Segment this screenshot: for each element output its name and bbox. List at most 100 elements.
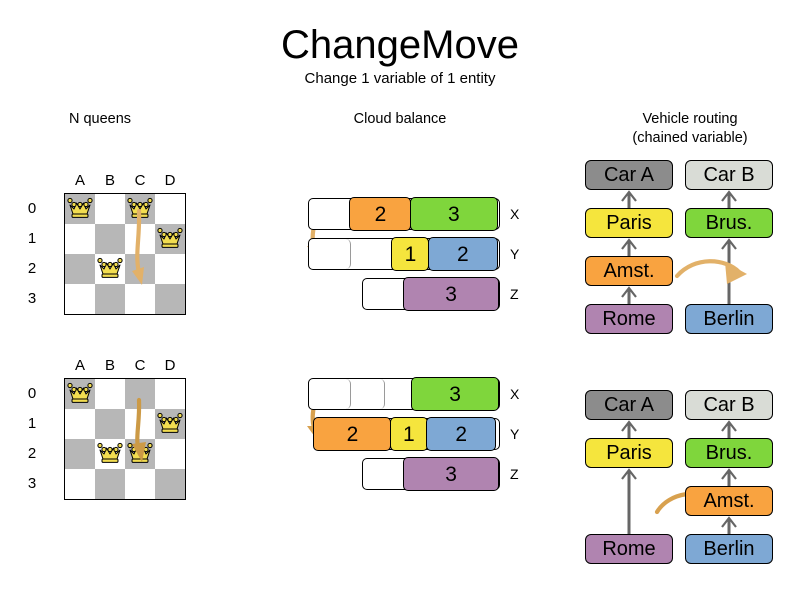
board-square-b3[interactable] [95, 469, 125, 499]
chain-link-arrow-head [721, 238, 737, 250]
vehicle-node-car-b[interactable]: Car B [685, 390, 773, 420]
board-square-b0[interactable] [95, 194, 125, 224]
vehicle-node-car-a[interactable]: Car A [585, 160, 673, 190]
cloud-process-block[interactable]: 2 [313, 417, 392, 451]
cloud-computer-label-y: Y [510, 426, 520, 442]
board-square-d3[interactable] [155, 284, 185, 314]
customer-node-paris[interactable]: Paris [585, 208, 673, 238]
board-square-d0[interactable] [155, 379, 185, 409]
customer-node-amst[interactable]: Amst. [685, 486, 773, 516]
page-subtitle: Change 1 variable of 1 entity [304, 70, 496, 87]
board-square-b3[interactable] [95, 284, 125, 314]
cloud-empty-slot [351, 379, 385, 409]
queen-piece[interactable] [97, 442, 123, 465]
customer-node-brus[interactable]: Brus. [685, 208, 773, 238]
board-square-b1[interactable] [95, 224, 125, 254]
customer-node-rome[interactable]: Rome [585, 304, 673, 334]
customer-node-rome[interactable]: Rome [585, 534, 673, 564]
board-grid-after[interactable] [64, 378, 186, 500]
vehicle-node-car-a[interactable]: Car A [585, 390, 673, 420]
board-square-d0[interactable] [155, 194, 185, 224]
cloud-process-block[interactable]: 3 [403, 277, 499, 311]
chain-link-arrow-head [621, 468, 637, 480]
chain-link-arrow-head [621, 190, 637, 202]
board-square-a1[interactable] [65, 224, 95, 254]
chain-link-arrow-head [721, 468, 737, 480]
queen-piece[interactable] [67, 197, 93, 220]
cloud-empty-slot [309, 379, 351, 409]
board-square-b0[interactable] [95, 379, 125, 409]
page-title: ChangeMove [281, 23, 519, 67]
queen-icon [67, 197, 93, 218]
board-square-a2[interactable] [65, 439, 95, 469]
board-square-a3[interactable] [65, 284, 95, 314]
customer-node-berlin[interactable]: Berlin [685, 304, 773, 334]
queen-icon [97, 442, 123, 463]
queen-piece[interactable] [67, 382, 93, 405]
board-square-a1[interactable] [65, 409, 95, 439]
cloud-computer-bar-z[interactable]: 3 [362, 457, 500, 491]
cloud-empty-slot [385, 379, 413, 409]
queen-icon [157, 227, 183, 248]
board-square-d1[interactable] [155, 224, 185, 254]
queen-icon [127, 197, 153, 218]
customer-node-brus[interactable]: Brus. [685, 438, 773, 468]
board-square-d3[interactable] [155, 469, 185, 499]
cloud-computer-bar-z[interactable]: 3 [362, 277, 500, 311]
board-rank-label-1: 1 [27, 414, 37, 432]
queen-piece[interactable] [157, 412, 183, 435]
customer-node-amst[interactable]: Amst. [585, 256, 673, 286]
board-square-b1[interactable] [95, 409, 125, 439]
section-header-cloud-balance: Cloud balance [353, 111, 447, 127]
customer-node-paris[interactable]: Paris [585, 438, 673, 468]
queen-icon [67, 382, 93, 403]
board-square-d2[interactable] [155, 254, 185, 284]
vehicle-routing-title-line1: Vehicle routing [642, 111, 738, 127]
board-square-b2[interactable] [95, 254, 125, 284]
queen-piece[interactable] [97, 257, 123, 280]
board-square-a0[interactable] [65, 194, 95, 224]
board-square-b2[interactable] [95, 439, 125, 469]
customer-node-berlin[interactable]: Berlin [685, 534, 773, 564]
queen-move-arrow-after [132, 397, 146, 462]
queen-piece[interactable] [127, 197, 153, 220]
vehicle-node-car-b[interactable]: Car B [685, 160, 773, 190]
board-file-label-d: D [164, 172, 176, 189]
cloud-computer-bar-x[interactable]: 3 [308, 377, 500, 411]
board-square-d1[interactable] [155, 409, 185, 439]
chain-link-arrow-head [721, 420, 737, 432]
cloud-computer-label-z: Z [510, 466, 519, 482]
board-square-c3[interactable] [125, 284, 155, 314]
cloud-process-block[interactable]: 3 [409, 197, 498, 231]
board-rank-label-3: 3 [27, 474, 37, 492]
cloud-process-block[interactable]: 3 [411, 377, 499, 411]
board-square-a0[interactable] [65, 379, 95, 409]
cloud-process-block[interactable]: 3 [403, 457, 499, 491]
board-square-c3[interactable] [125, 469, 155, 499]
cloud-process-block[interactable]: 1 [389, 417, 428, 451]
board-square-a3[interactable] [65, 469, 95, 499]
board-file-label-b: B [104, 172, 115, 189]
board-square-d2[interactable] [155, 439, 185, 469]
cloud-process-block[interactable]: 2 [349, 197, 412, 231]
queen-piece[interactable] [157, 227, 183, 250]
entity-move-arrow-before [674, 259, 747, 284]
chain-link-arrow-head [721, 190, 737, 202]
cloud-empty-slot [363, 459, 405, 489]
cloud-process-block[interactable]: 1 [391, 237, 430, 271]
cloud-computer-label-x: X [510, 206, 520, 222]
cloud-process-block[interactable]: 2 [426, 417, 497, 451]
board-square-a2[interactable] [65, 254, 95, 284]
queen-icon [97, 257, 123, 278]
board-file-label-b: B [104, 357, 115, 374]
cloud-process-block[interactable]: 2 [427, 237, 498, 271]
